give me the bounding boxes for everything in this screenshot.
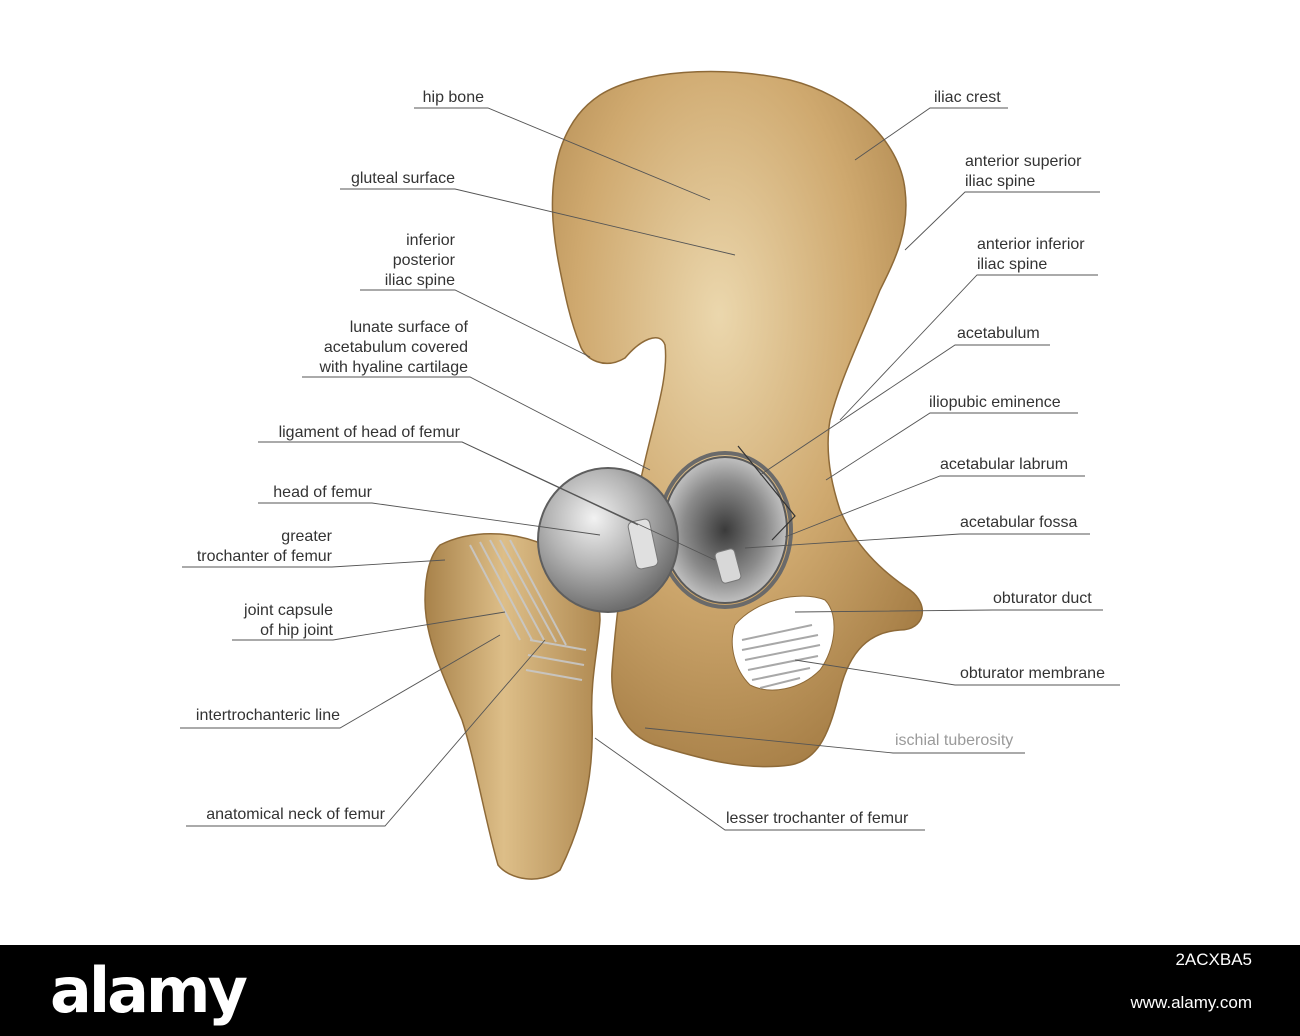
label-head-of-femur: head of femur <box>273 484 372 501</box>
label-anterior-inferior-iliac-spine: anterior inferior iliac spine <box>977 236 1085 273</box>
watermark-logo: alamy <box>50 954 248 1027</box>
label-obturator-duct: obturator duct <box>993 590 1092 607</box>
obturator-membrane-shape <box>741 624 821 689</box>
label-gluteal-surface: gluteal surface <box>350 170 455 187</box>
acetabulum-bracket <box>737 445 796 541</box>
watermark-url: www.alamy.com <box>1130 993 1252 1012</box>
ligament-stump-head <box>627 518 659 570</box>
leader-lines <box>180 107 1120 831</box>
label-iliopubic-eminence: iliopubic eminence <box>929 394 1061 411</box>
ligament-stump-acetabulum <box>714 548 742 584</box>
femoral-head-shape <box>537 467 679 613</box>
label-inferior-posterior-iliac-spine: inferior posterior iliac spine <box>384 232 455 289</box>
label-anatomical-neck: anatomical neck of femur <box>206 806 385 823</box>
joint-capsule-shape <box>469 539 587 681</box>
label-obturator-membrane: obturator membrane <box>960 665 1105 682</box>
watermark-image-id: 2ACXBA5 <box>1175 950 1252 969</box>
label-intertrochanteric-line: intertrochanteric line <box>195 707 340 724</box>
hip-joint-illustration <box>180 70 1120 880</box>
label-acetabulum: acetabulum <box>957 325 1040 342</box>
label-hip-bone: hip bone <box>422 89 484 106</box>
watermark-footer: alamy 2ACXBA5 www.alamy.com <box>0 945 1300 1036</box>
label-lesser-trochanter: lesser trochanter of femur <box>726 810 909 827</box>
label-lunate-surface: lunate surface of acetabulum covered wit… <box>319 319 468 376</box>
label-acetabular-labrum: acetabular labrum <box>940 456 1069 473</box>
obturator-foramen <box>731 595 835 691</box>
label-iliac-crest: iliac crest <box>934 89 1001 106</box>
label-joint-capsule: joint capsule of hip joint <box>244 602 333 639</box>
label-greater-trochanter: greater trochanter of femur <box>196 528 332 565</box>
label-acetabular-fossa: acetabular fossa <box>960 514 1078 531</box>
hip-joint-diagram: hip bone gluteal surface inferior poster… <box>180 70 1120 880</box>
label-anterior-superior-iliac-spine: anterior superior iliac spine <box>965 153 1082 190</box>
label-ischial-tuberosity: ischial tuberosity <box>895 732 1014 749</box>
label-ligament-head-femur: ligament of head of femur <box>278 424 460 441</box>
